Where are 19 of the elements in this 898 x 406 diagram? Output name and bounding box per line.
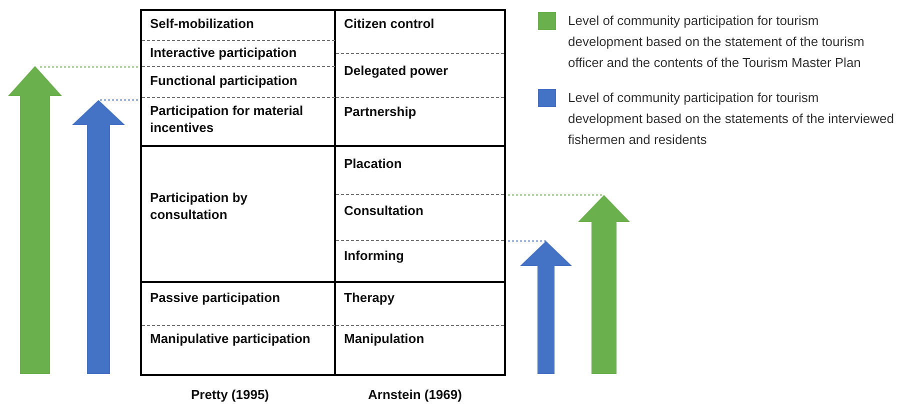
column-label: Arnstein (1969) bbox=[368, 387, 462, 402]
cell-text: Participation for material incentives bbox=[150, 102, 304, 136]
cell-text: Placation bbox=[344, 155, 403, 172]
cell-text: Passive participation bbox=[150, 289, 282, 306]
cell-text: Citizen control bbox=[344, 15, 436, 32]
cell-text: Interactive participation bbox=[150, 44, 298, 61]
cell-text: Manipulative participation bbox=[150, 330, 312, 347]
cell-text: Self-mobilization bbox=[150, 15, 255, 32]
cell-text: Consultation bbox=[344, 202, 424, 219]
cell-text: Informing bbox=[344, 247, 405, 264]
legend-text: Level of community participation for tourism development based on the statements of the interviewed fishermen and residents bbox=[568, 89, 894, 149]
cell-text: Manipulation bbox=[344, 330, 426, 347]
column-label: Pretty (1995) bbox=[190, 387, 270, 402]
cell-text: Partnership bbox=[344, 103, 418, 120]
cell-text: Functional participation bbox=[150, 72, 298, 89]
cell-text: Delegated power bbox=[344, 62, 450, 79]
cell-text: Therapy bbox=[344, 289, 396, 306]
cell-text: Participation by consultation bbox=[150, 189, 249, 223]
legend-text: Level of community participation for tourism development based on the statement of the tourism officer and the contents of the Tourism Master Plan bbox=[568, 12, 866, 72]
